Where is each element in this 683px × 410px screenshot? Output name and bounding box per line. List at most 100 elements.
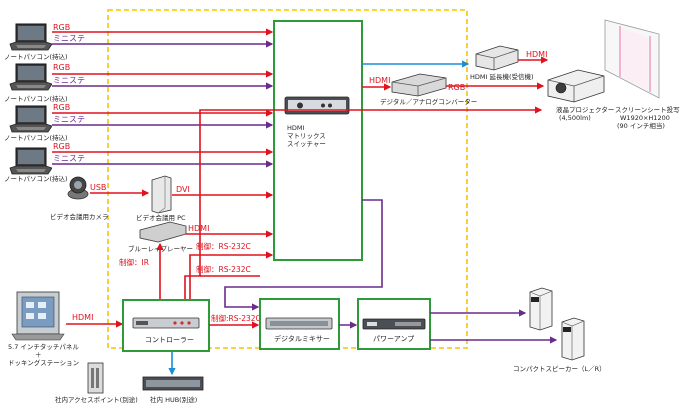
hub-ports (146, 380, 200, 387)
laptop-2: ノートパソコン(持込) (4, 63, 68, 103)
docking-station (11, 333, 65, 341)
control-rs232c-label: 制御：RS-232C (196, 241, 251, 251)
screen-image-area (622, 28, 648, 90)
laptop-icon (9, 147, 52, 175)
hdmi-label: HDMI (526, 50, 547, 59)
screen-label-3: (90 インチ相当) (617, 121, 665, 130)
projector-label-2: (4,500lm) (559, 114, 591, 122)
rgb-label: RGB (53, 142, 70, 151)
rs232c-switcher-line (189, 251, 274, 300)
laptop-1: ノートパソコン(持込) (4, 23, 68, 61)
laptop-icon (9, 23, 52, 51)
rgb-label: RGB (448, 83, 465, 92)
rgb-label: RGB (53, 63, 70, 72)
mini-stereo-label: ミニステ (53, 76, 85, 85)
screen-label-2: W1920×H1200 (620, 114, 670, 122)
laptop-3: ノートパソコン(持込) (4, 105, 68, 142)
amp-device (362, 318, 426, 330)
control-ir-label: 制御：IR (119, 257, 149, 267)
speaker-right (561, 317, 585, 361)
mini-stereo-label: ミニステ (53, 34, 85, 43)
laptop-label: ノートパソコン(持込) (4, 174, 68, 183)
speaker-body (561, 317, 585, 361)
touch-panel-label-2: ＋ (35, 351, 42, 359)
mini-stereo-label: ミニステ (53, 154, 85, 163)
rgb-label: RGB (53, 23, 70, 32)
dvi-label: DVI (176, 185, 190, 194)
video-conference-pc: ビデオ会議用 PC (136, 175, 186, 222)
power-amp: パワーアンプ (362, 318, 426, 343)
access-point-label: 社内アクセスポイント(別途) (55, 395, 138, 404)
hub-label: 社内 HUB(別途) (150, 395, 197, 404)
pc-edge (157, 176, 166, 214)
laptop-icon (9, 105, 52, 133)
controller-device (132, 317, 200, 329)
switcher-label-3: スイッチャー (287, 140, 326, 148)
speaker-grille (531, 297, 539, 302)
screen-label-1: スクリーンシート投写 (615, 105, 680, 114)
amp-label: パワーアンプ (373, 335, 414, 343)
laptop-label: ノートパソコン(持込) (4, 52, 68, 61)
projection-screen: スクリーンシート投写 W1920×H1200 (90 インチ相当) (604, 19, 680, 130)
touch-panel-label-3: ドッキングステーション (8, 358, 79, 367)
access-point-slot (96, 368, 99, 388)
mixer-panel (270, 321, 328, 326)
hdmi-matrix-switcher-box (273, 20, 363, 261)
rs232c-projector-line (184, 106, 543, 300)
projector-edge (547, 75, 605, 102)
rgb-label: RGB (53, 103, 70, 112)
digital-analog-converter: デジタル／アナログコンバーター (380, 73, 477, 106)
laptop-4: ノートパソコン(持込) (4, 147, 68, 183)
pc-tower (151, 175, 172, 214)
controller-label: コントローラー (145, 336, 194, 344)
laptop-icon (9, 63, 52, 91)
extender-label: HDMI 延長機(受信機) (470, 72, 534, 81)
access-point: 社内アクセスポイント(別途) (55, 362, 138, 404)
projector-lens (555, 82, 567, 94)
access-point-slot (91, 368, 94, 388)
speaker-left (529, 287, 553, 331)
bluray-body (139, 221, 187, 243)
bluray-edge (139, 233, 187, 243)
speaker-edge (529, 290, 553, 330)
switcher-label-1: HDMI (287, 124, 305, 132)
mixer-label: デジタルミキサー (274, 334, 330, 343)
controller-led (173, 321, 177, 325)
amp-indicator (367, 322, 377, 326)
touch-panel-button (26, 313, 34, 319)
converter-body (391, 73, 447, 97)
access-point-body (87, 362, 104, 394)
switcher-button (328, 103, 332, 108)
touch-panel-button (38, 313, 46, 319)
video-conference-camera: ビデオ会議用カメラ (50, 176, 109, 221)
camera-label: ビデオ会議用カメラ (50, 212, 109, 221)
network-hub: 社内 HUB(別途) (142, 376, 204, 404)
pc-label: ビデオ会議用 PC (136, 213, 186, 222)
touch-panel-button (26, 302, 34, 308)
touch-panel-label-1: 5.7 インチタッチパネル (8, 342, 79, 351)
camera-lens (74, 181, 82, 189)
lcd-projector: 液晶プロジェクター (4,500lm) (547, 69, 614, 122)
touch-panel-screen (21, 296, 55, 328)
controller-display (136, 321, 148, 325)
digital-mixer: デジタルミキサー (265, 317, 333, 343)
switcher-knob (297, 102, 303, 109)
projector-label-1: 液晶プロジェクター (556, 105, 614, 114)
switcher-front-panel (288, 100, 346, 111)
switcher-label-2: マトリックス (287, 132, 326, 140)
controller-led (180, 321, 184, 325)
control-rs232c-label: 制御：RS-232C (196, 264, 251, 274)
extender-body (475, 45, 519, 71)
converter-label: デジタル／アナログコンバーター (380, 97, 477, 106)
usb-label: USB (90, 183, 106, 192)
touch-panel: 5.7 インチタッチパネル ＋ ドッキングステーション (8, 291, 79, 367)
hdmi-label: HDMI (188, 224, 209, 233)
controller-led (187, 321, 191, 325)
speaker-edge (561, 320, 585, 360)
control-rs232c-label: 制御:RS-232C (211, 313, 261, 323)
hdmi-label: HDMI (72, 313, 93, 322)
laptop-label: ノートパソコン(持込) (4, 133, 68, 142)
speaker-label: コンパクトスピーカー（L／R） (513, 365, 606, 373)
switcher-button (321, 103, 325, 108)
